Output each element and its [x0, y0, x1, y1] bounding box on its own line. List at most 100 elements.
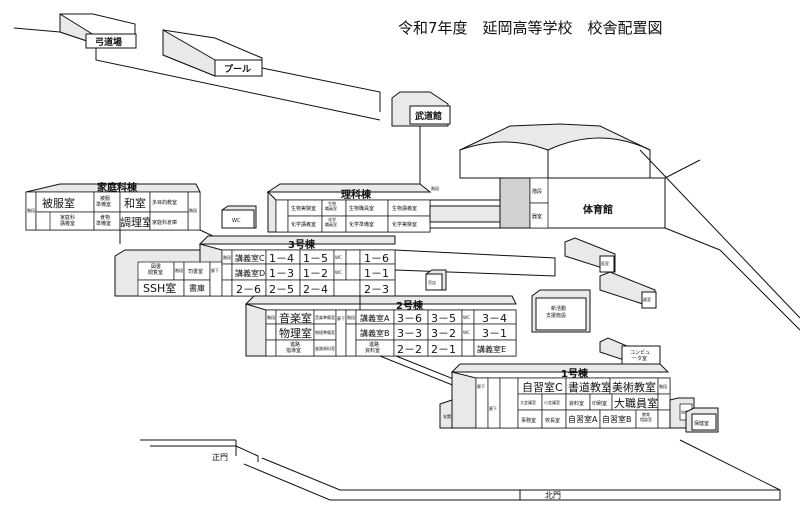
gou1-stairs: 階段 [659, 383, 667, 389]
rika-room-4: 化学講義室 [291, 221, 316, 228]
gou2-cell-2-1: 2－2 [397, 343, 422, 356]
gymnasium-building: 階段 器室 体育館 [459, 123, 721, 251]
kateika-room-1: 被服準備室 [96, 195, 111, 208]
gou2-cell-0-0: 講義室A [360, 313, 390, 323]
computer-room-label: コンピュータ室 [630, 350, 650, 362]
gou1-wc: WC [681, 410, 688, 415]
rika-room-5: 化学職員室 [325, 216, 337, 227]
gym-stairs-label: 階段 [532, 188, 542, 195]
gou2-cell-2-2: 2－1 [431, 343, 456, 356]
kateika-room-5: 食物準備室 [96, 214, 111, 227]
gou3-cell-0-1: 1－4 [269, 252, 294, 265]
gou3-cell-1-3: 1－1 [364, 267, 389, 280]
activity-support-label: 新活動支援施設 [546, 305, 566, 319]
gou1-name: 1号棟 [561, 367, 589, 380]
gou3-cell-0-3: 1－6 [364, 252, 389, 265]
main-gate-label: 正門 [212, 453, 228, 462]
gou3-annex-1: 司書室 [188, 268, 203, 275]
pool-building: プール [95, 29, 381, 121]
gym-label: 体育館 [583, 203, 613, 216]
gou1-corridor-1: 廊下 [477, 383, 485, 389]
gou3-cell-2-2: 2－4 [303, 283, 328, 296]
rika-name: 理科棟 [341, 188, 372, 201]
gou2-corridor: 廊下 [337, 315, 345, 321]
gou1-cell-0-1: 書道教室 [568, 380, 612, 394]
kateika-room-2: 和室 [124, 196, 146, 210]
activity-support-building: 新活動支援施設 [531, 289, 591, 333]
gou3-cell-2-3: 2－3 [364, 283, 389, 296]
gou2-cell-0-3: 3－4 [482, 312, 507, 325]
gou3-corridor: 廊下 [211, 267, 219, 273]
gou1-cell-1-4: 大職員室 [614, 396, 658, 410]
gou1-cell-2-0: 事務室 [521, 417, 536, 424]
grounds-outline [140, 149, 800, 501]
gou3-annex-2: SSH室 [143, 281, 176, 295]
gou2-cell-2-0: 進路資料室 [365, 341, 380, 354]
north-gate-label: 北門 [545, 491, 561, 500]
kateika-room-4: 家庭科講義室 [60, 214, 75, 227]
gou1-cell-0-2: 美術教室 [612, 380, 656, 394]
gou2-left-1: 音楽準備室 [315, 314, 335, 320]
gou1-cell-2-3: 自習室B [602, 414, 632, 424]
gou3-cell-1-1: 1－3 [269, 267, 294, 280]
rika-room-3: 生物講義室 [392, 205, 417, 212]
building-2: 2号棟 階段 音楽室 音楽準備室 物理室 物理準備室 進路指導室 進路資料室 廊… [244, 295, 517, 393]
gou1-cell-1-1: 小会議室 [544, 399, 560, 405]
gou2-name: 2号棟 [396, 299, 424, 312]
gou2-cell-1-0: 講義室B [360, 328, 390, 338]
building-1: 1号棟 玄関 廊下 廊下 自習室C 書道教室 美術教室 階段 大会議室 小会議室… [439, 363, 719, 433]
kyudojo-building: 弓道場 [13, 13, 137, 49]
gou2-cell-1-3: 3－1 [482, 327, 507, 340]
rika-room-1: 生物職員室 [325, 200, 337, 211]
gou1-cell-2-2: 自習室A [568, 414, 598, 424]
gou1-cell-1-2: 資料室 [569, 400, 584, 407]
gou1-cell-1-3: 印刷室 [592, 400, 607, 407]
kateika-name: 家庭科棟 [97, 181, 138, 194]
gou1-corridor-2: 廊下 [489, 405, 497, 411]
gou2-cell-0-2: 3－5 [431, 312, 456, 325]
gou2-cell-0-1: 3－6 [397, 312, 422, 325]
building-3: 3号棟 図書閲覧室 階段 司書室 SSH室 書庫 廊下 階段 講義室C 1－4 … [114, 235, 556, 297]
pool-label: プール [224, 63, 251, 75]
gou2-left-4: 進路指導室 [286, 341, 301, 354]
gou2-cell-2-3: 講義室E [477, 344, 506, 354]
gou3-annex-0: 図書閲覧室 [148, 263, 163, 276]
gou1-cell-0-0: 自習室C [522, 380, 563, 394]
kateika-room-3: 多目的教室 [152, 199, 177, 206]
gou2-left-0: 音楽室 [279, 311, 312, 325]
kyudojo-label: 弓道場 [95, 36, 122, 48]
gou3-stairs: 階段 [223, 254, 231, 260]
gou2-left-2: 物理室 [279, 326, 312, 340]
east-small-blocks: 医室 器室 [564, 237, 657, 309]
gou1-entrance: 玄関 [443, 413, 451, 419]
gou2-cell-1-2: 3－2 [431, 327, 456, 340]
gou3-cell-0-2: 1－5 [303, 252, 328, 265]
gou2-wc-0: WC [463, 315, 470, 320]
gou3-name: 3号棟 [288, 238, 316, 251]
gou3-wc-1: WC [335, 270, 342, 275]
kateika-stairs-right: 階段 [189, 207, 197, 213]
rika-room-7: 化学実験室 [392, 221, 417, 228]
gou3-cell-2-0: 2－6 [236, 283, 261, 296]
wc-annex-building: WC [221, 205, 257, 229]
kateika-stairs-left: 階段 [27, 207, 35, 213]
kateika-room-0: 被服室 [42, 196, 75, 210]
storage-room-label: 器室 [643, 296, 651, 302]
gou3-annex-3: 書庫 [189, 283, 205, 293]
kateika-room-7: 家庭科倉庫 [152, 219, 177, 226]
gou3-annex-stairs: 階段 [175, 267, 183, 273]
gou1-cell-2-1: 校長室 [545, 417, 560, 424]
gou3-cell-1-0: 講義室D [235, 268, 265, 278]
map-title: 令和7年度 延岡高等学校 校舎配置図 [398, 19, 663, 37]
budokan-label: 武道館 [415, 110, 442, 122]
gou2-left-3: 物理準備室 [315, 329, 335, 335]
gou2-left-5: 進路資料室 [315, 345, 335, 351]
kateika-room-6: 調理室 [120, 215, 153, 229]
gou3-cell-1-2: 1－2 [303, 267, 328, 280]
rika-gym-corridor [429, 199, 501, 229]
rika-room-6: 化学準備室 [349, 221, 374, 228]
gou2-stairs: 階段 [267, 314, 275, 320]
gou2-stairs-2: 階段 [347, 314, 355, 320]
rika-room-0: 生物実験室 [291, 205, 316, 212]
